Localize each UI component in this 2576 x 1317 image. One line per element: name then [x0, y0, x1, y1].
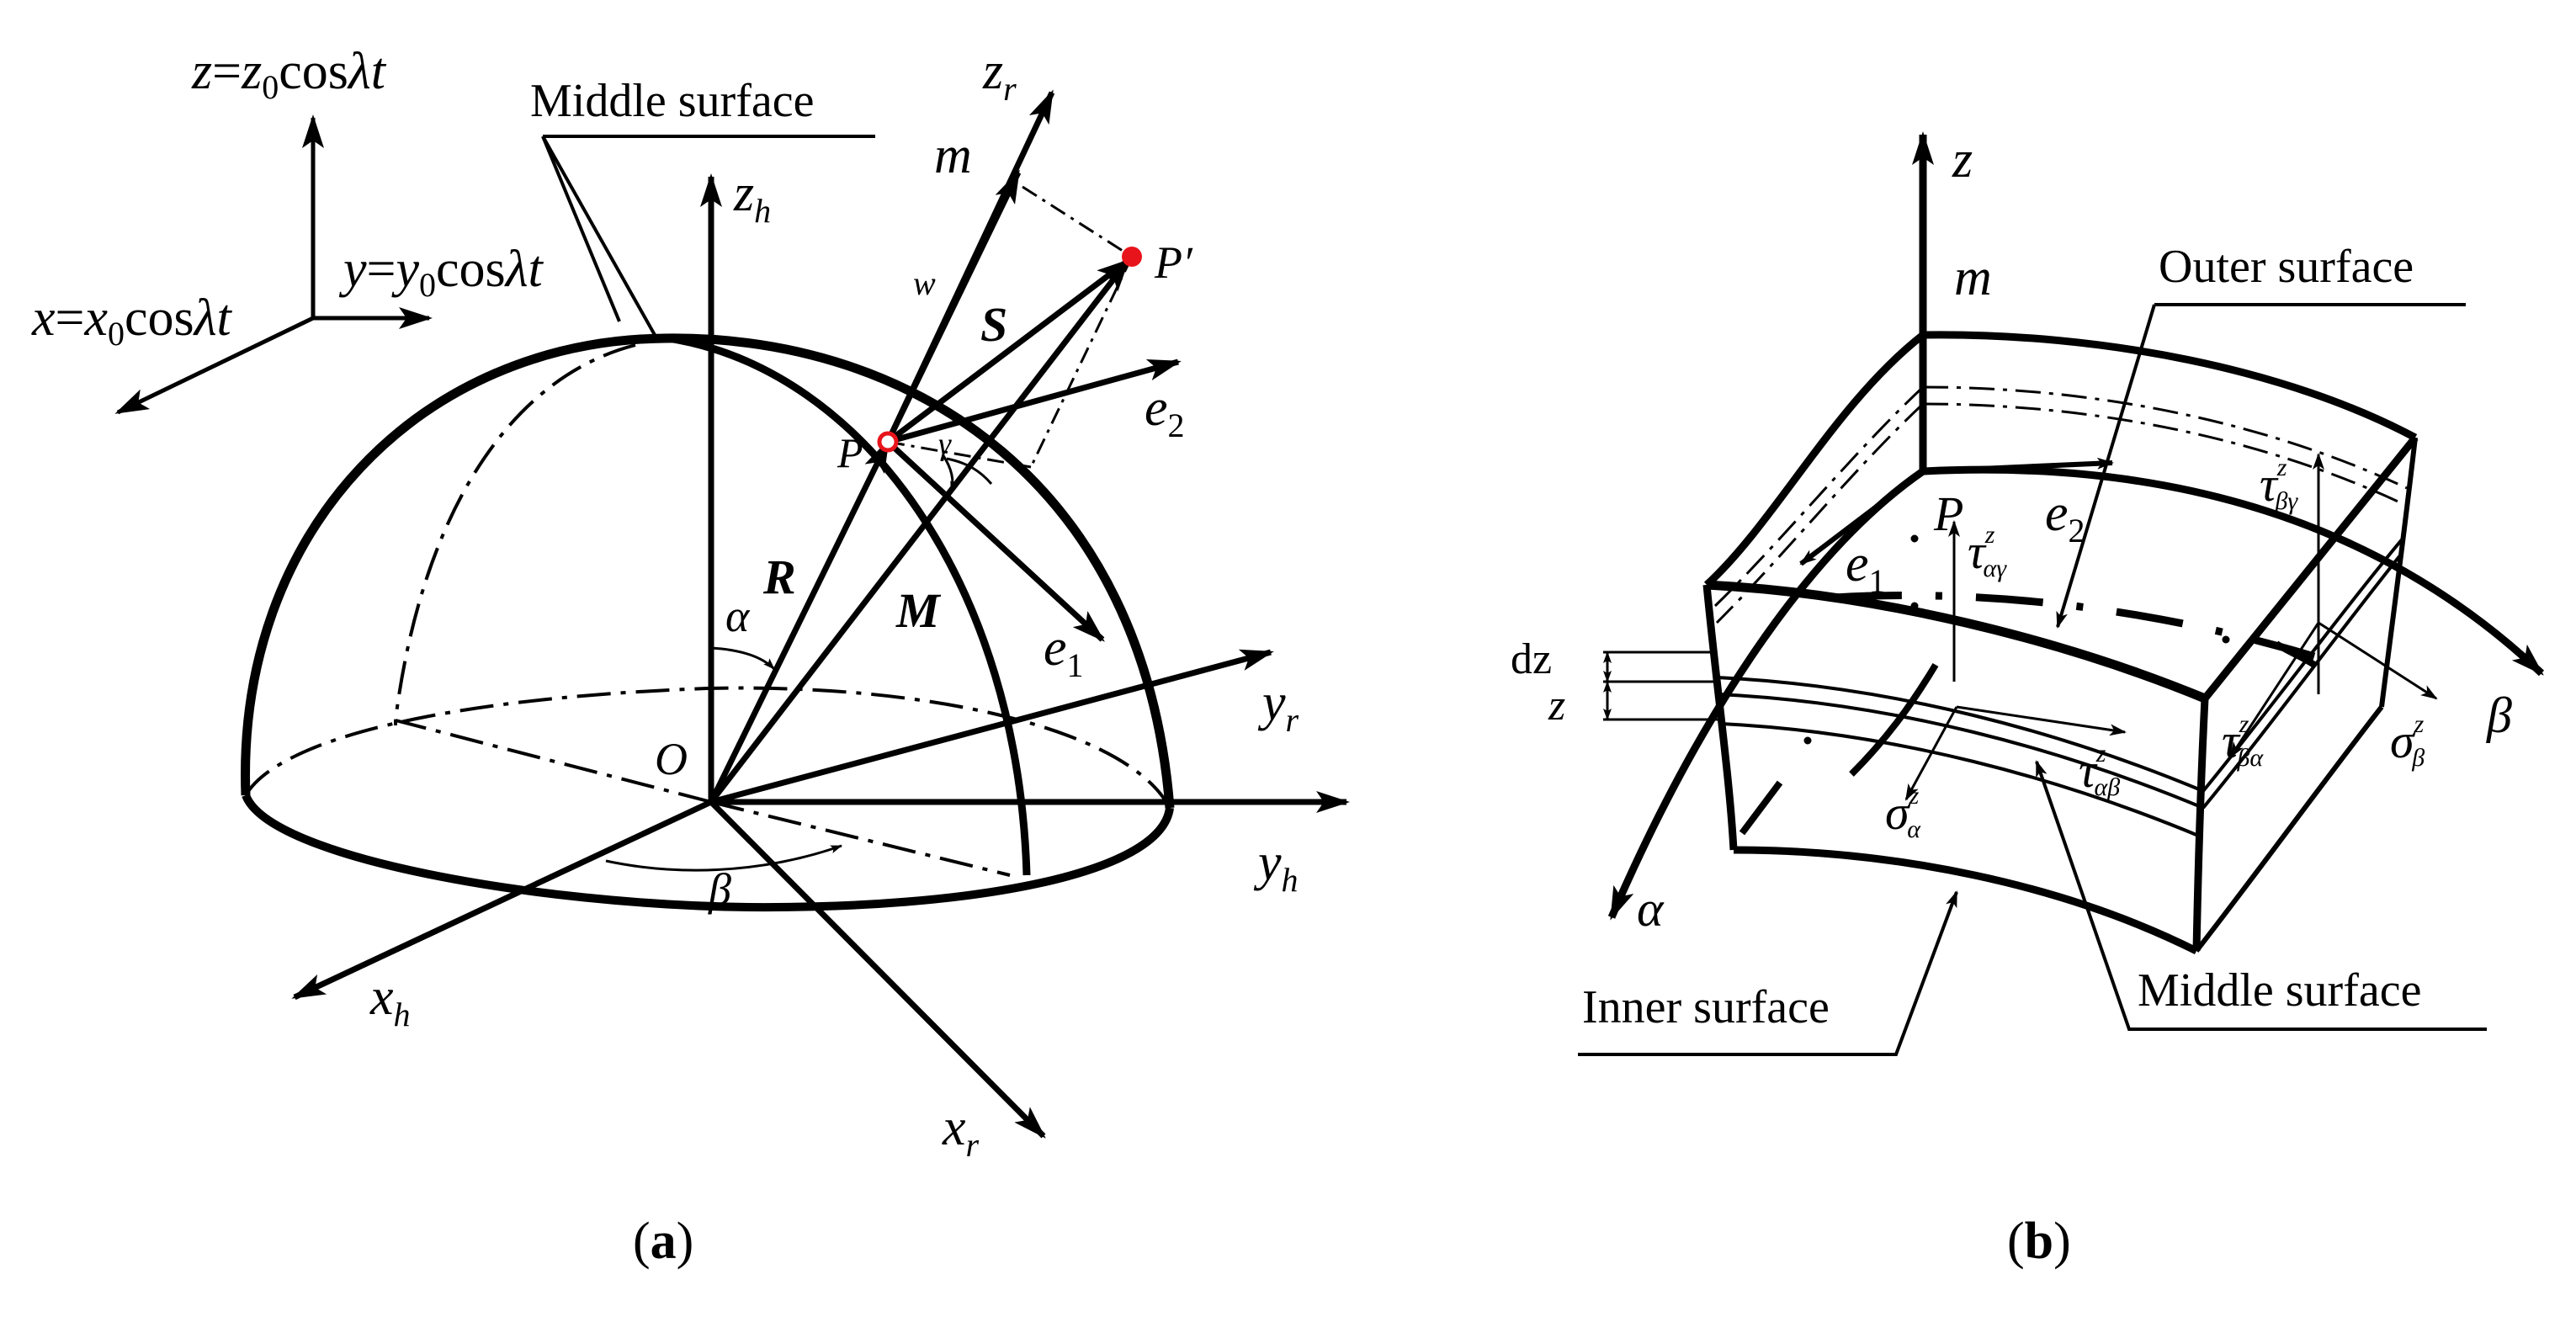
- vector-S: [885, 258, 1131, 444]
- middle-surface-label-a: Middle surface: [530, 75, 814, 127]
- label-e2-a: e2: [1145, 380, 1185, 444]
- label-P-prime: P′: [1154, 237, 1193, 288]
- label-zr: zr: [982, 43, 1017, 108]
- label-w: w: [913, 264, 936, 302]
- tau-ba-arrow: [2228, 622, 2320, 759]
- point-P-prime: [1122, 247, 1142, 267]
- hemisphere: [241, 333, 1175, 912]
- label-gamma: γ: [938, 427, 952, 462]
- label-alpha-b: α: [1637, 881, 1665, 937]
- axis-xr: [709, 799, 1046, 1139]
- panel-a: z=z0cosλt y=y0cosλt x=x0cosλt Middle sur…: [31, 43, 1350, 1270]
- axis-yr: [710, 649, 1274, 805]
- middle-surface-leader-a: [541, 135, 875, 336]
- sigma-b-arrow: [2318, 621, 2438, 700]
- label-z-dim: z: [1548, 682, 1565, 730]
- label-inner-surface: Inner surface: [1582, 981, 1830, 1033]
- label-outer-surface: Outer surface: [2159, 241, 2414, 293]
- tau-ab-arrow: [1956, 705, 2127, 736]
- axis-beta: [1922, 465, 2545, 677]
- label-xr: xr: [942, 1099, 980, 1164]
- vector-R: [708, 438, 891, 804]
- label-P-a: P: [837, 429, 863, 476]
- point-P: [877, 431, 899, 453]
- vector-e1: [885, 439, 1105, 642]
- inner-surface-leader: [1578, 890, 1958, 1056]
- vector-m: [884, 169, 1022, 443]
- projection-lines: [887, 185, 1134, 469]
- label-middle-surface-b: Middle surface: [2138, 964, 2421, 1017]
- shell-element: [1702, 331, 2419, 955]
- eq-z-label: z=z0cosλt: [191, 43, 387, 106]
- label-z-b: z: [1952, 131, 1973, 189]
- label-yh: yh: [1253, 834, 1299, 899]
- caption-a: (a): [633, 1213, 693, 1270]
- caption-b: (b): [2007, 1213, 2071, 1270]
- label-zh: zh: [733, 165, 771, 230]
- label-S: S: [980, 297, 1007, 352]
- label-beta-a: β: [708, 864, 731, 915]
- axes-b: [1578, 131, 2545, 1056]
- vector-e2: [887, 358, 1182, 445]
- axes-a: [291, 89, 1350, 1139]
- vector-e1-b: [1799, 469, 1925, 566]
- label-R: R: [762, 550, 796, 604]
- label-xh: xh: [369, 969, 411, 1033]
- label-alpha-a: α: [725, 591, 751, 641]
- label-P-b: P: [1933, 486, 1963, 541]
- axis-xh: [291, 799, 713, 1001]
- label-beta-b: β: [2486, 688, 2512, 743]
- panel-b: z m Outer surface Inner surface Middle s…: [1511, 131, 2545, 1270]
- label-e1-b: e1: [1846, 535, 1886, 600]
- sigma-a-arrow: [1904, 706, 1958, 801]
- middle-surface-leader-b: [2035, 760, 2487, 1031]
- vector-M: [709, 258, 1130, 805]
- eq-x-label: x=x0cosλt: [31, 289, 233, 353]
- eq-y-label: y=y0cosλt: [338, 241, 544, 304]
- label-m-b: m: [1954, 249, 1992, 306]
- motion-axes: [114, 114, 433, 415]
- label-m-a: m: [934, 127, 972, 184]
- label-dz: dz: [1511, 635, 1552, 683]
- vector-e2-b: [1922, 457, 2114, 474]
- label-e2-b: e2: [2045, 485, 2085, 550]
- label-M: M: [895, 583, 942, 638]
- angle-arcs: [605, 454, 993, 872]
- label-O: O: [655, 734, 688, 784]
- label-e1-a: e1: [1044, 619, 1084, 684]
- label-yr: yr: [1257, 674, 1299, 739]
